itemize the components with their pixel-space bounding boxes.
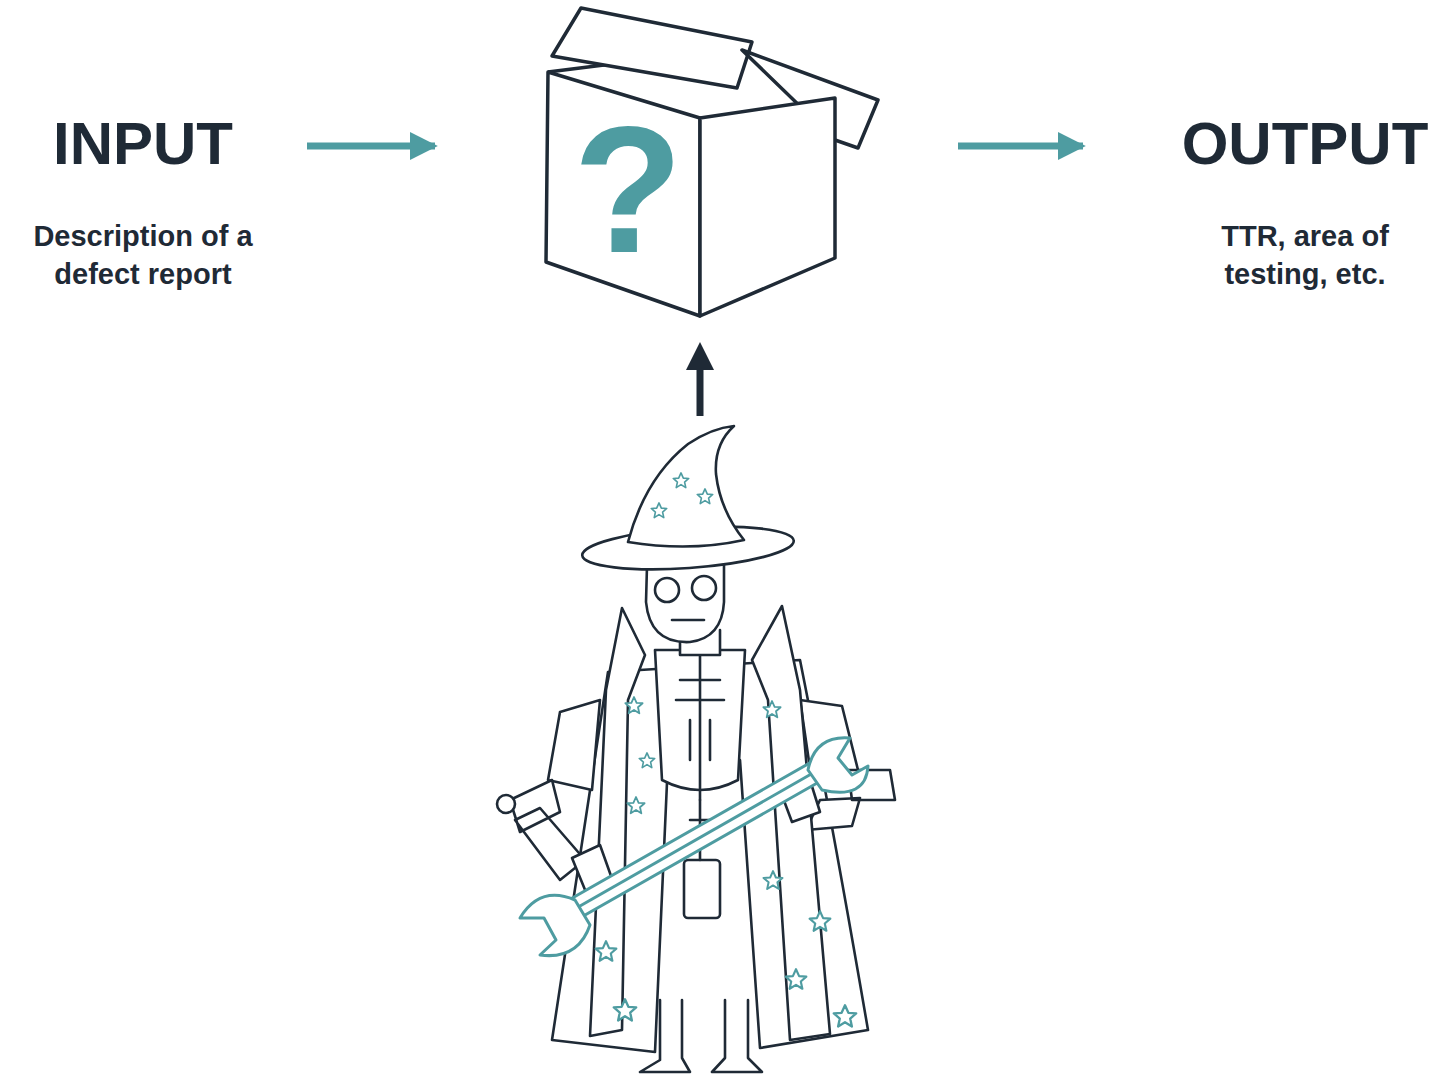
output-block: OUTPUT TTR, area of testing, etc. xyxy=(1170,108,1440,293)
wrench-right-jaw xyxy=(808,738,868,793)
wizard-left-lapel xyxy=(590,608,645,1036)
wizard-right-eye xyxy=(692,576,716,600)
star xyxy=(614,999,636,1020)
star xyxy=(596,941,617,961)
flow-arrow xyxy=(307,143,435,150)
star xyxy=(627,797,644,813)
block-description: TTR, area of testing, etc. xyxy=(1195,217,1415,293)
up-arrow-shaft xyxy=(697,362,704,416)
wizard-pelvis xyxy=(684,860,720,918)
wizard-hat-cone xyxy=(628,426,744,547)
wizard-left-shoulder xyxy=(548,700,600,790)
up-arrow xyxy=(686,342,714,416)
block-heading: OUTPUT xyxy=(1170,108,1440,180)
block-description: Description of a defect report xyxy=(8,217,278,293)
box-right-face xyxy=(700,98,835,316)
star xyxy=(763,701,780,717)
wizard-elbow xyxy=(497,795,515,813)
star xyxy=(810,911,831,931)
star xyxy=(651,503,666,518)
flow-arrow xyxy=(958,143,1083,150)
robe-stars xyxy=(596,473,857,1027)
star xyxy=(764,871,783,889)
input-block: INPUT Description of a defect report xyxy=(5,108,281,293)
wrench-handle xyxy=(560,760,826,923)
robot-wizard xyxy=(497,426,895,1072)
question-mark: ? xyxy=(573,100,683,280)
wizard-torso-detail xyxy=(676,650,724,800)
wizard-legs xyxy=(640,1000,762,1072)
star xyxy=(697,489,712,504)
wizard-right-lapel xyxy=(752,606,830,1040)
box-question: ? xyxy=(546,60,836,318)
star xyxy=(786,969,807,989)
up-arrow-head xyxy=(686,342,714,370)
star xyxy=(625,697,642,713)
box-left-flap xyxy=(552,8,752,88)
block-heading: INPUT xyxy=(5,108,281,180)
wizard-left-eye xyxy=(655,578,679,602)
wrench-left-jaw xyxy=(520,895,590,955)
wizard-mouth xyxy=(672,619,704,622)
star xyxy=(673,473,688,488)
mystery-box xyxy=(546,8,878,316)
star xyxy=(834,1005,856,1026)
star xyxy=(639,753,654,768)
wrench-handle-line xyxy=(566,769,820,914)
box-left-face xyxy=(546,72,700,316)
wrench xyxy=(520,738,868,956)
